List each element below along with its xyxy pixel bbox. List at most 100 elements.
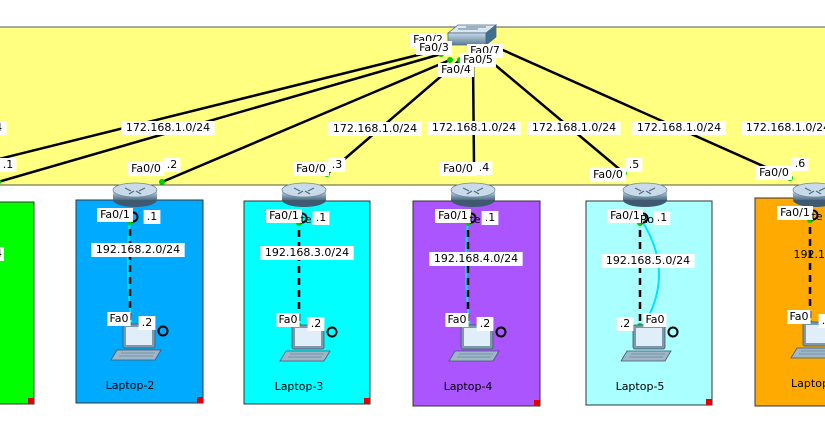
subnet-2-router-fa01-label-bg	[97, 208, 133, 222]
subnet-3-laptop-port-label-bg	[276, 313, 300, 327]
subnet-5-uplink[interactable]	[481, 53, 625, 174]
subnet-6-backbone-network-label-bg	[632, 121, 726, 135]
subnet-4-lan-network-label: 192.168.4.0/24	[434, 252, 518, 265]
subnet-2-backbone-network-label: 172.168.1.0/24	[126, 121, 210, 134]
subnet-2-lan-network-label-bg	[91, 243, 185, 257]
subnet-1-uplink[interactable]	[0, 52, 442, 183]
subnet-1-lan-network-label: .0/24	[0, 247, 2, 260]
subnet-4-router-fa01-label: Fa0/1	[438, 209, 468, 222]
subnet-5-laptop-octet-label: .2	[620, 317, 631, 330]
subnet-4-corner-marker	[534, 400, 540, 406]
subnet-4-router-lan-octet: .1	[485, 211, 496, 224]
subnet-5-router-fa00-label: Fa0/0	[593, 168, 623, 181]
subnet-2-laptop-octet-label: .2	[142, 316, 153, 329]
backbone-area	[0, 26, 825, 186]
subnet-6-router-uplink-octet-bg	[791, 157, 809, 171]
subnet-2-router-port-led	[159, 179, 165, 185]
subnet-1-lan-network-label-bg	[0, 247, 5, 261]
subnet-2-switch-port-led	[447, 57, 453, 63]
subnet-3-router-lan-octet: .1	[316, 211, 327, 224]
subnet-6-router-fa01-label: Fa0/1	[780, 206, 810, 219]
subnet-2-router-uplink-octet-bg	[163, 158, 181, 172]
subnet-5-corner-marker	[706, 399, 712, 405]
subnet-3-area[interactable]	[243, 200, 371, 405]
subnet-2-router-fa01-label: Fa0/1	[100, 208, 130, 221]
subnet-5-backbone-network-label-bg	[527, 121, 621, 135]
subnet-2-router-lan-octet: .1	[147, 210, 158, 223]
subnet-4-router-name-label: te	[469, 213, 480, 226]
subnet-6-backbone-network-label: 172.168.1.0/24	[637, 121, 721, 134]
subnet-6-area[interactable]	[754, 197, 825, 407]
subnet-6-router-fa01-label-bg	[777, 206, 813, 220]
subnet-6-laptop-name-label: Laptop	[791, 377, 825, 390]
subnet-4-router-icon[interactable]	[450, 182, 496, 208]
subnet-3-router-uplink-octet-bg	[328, 158, 346, 172]
subnet-5-router-icon[interactable]	[622, 182, 668, 208]
backbone-network-label-extra: 172.168.1.0/24	[746, 121, 825, 134]
subnet-6-laptop-octet-label-bg	[818, 314, 825, 328]
switch-icon[interactable]	[446, 24, 498, 46]
switch-port-label-2: Fa0/3	[419, 41, 449, 54]
subnet-4-laptop-port-label: Fa0	[447, 313, 466, 326]
subnet-2-lan-network-label: 192.168.2.0/24	[96, 243, 180, 256]
subnet-6-router-uplink-octet: .6	[795, 157, 806, 170]
subnet-5-lan-network-label-bg	[601, 254, 695, 268]
subnet-6-router-name-label: te	[811, 210, 822, 223]
subnet-5-lan-network-label: 192.168.5.0/24	[606, 254, 690, 267]
subnet-3-backbone-network-label-bg	[328, 122, 422, 136]
subnet-6-router-fa00-label-bg	[756, 166, 792, 180]
subnet-1-backbone-network-label: 172.168.1.0/24	[0, 121, 2, 134]
subnet-2-uplink[interactable]	[161, 58, 451, 184]
subnet-6-laptop-port-label-bg	[787, 310, 811, 324]
subnet-1-area[interactable]	[0, 201, 35, 405]
subnet-3-laptop-octet-label: .2	[311, 317, 322, 330]
subnet-5-port-ring-bottom	[667, 326, 679, 338]
subnet-1-router-port-led	[0, 179, 1, 185]
subnet-3-router-fa00-label-bg	[293, 162, 329, 176]
subnet-6-uplink[interactable]	[495, 45, 791, 180]
subnet-5-laptop-name-label: Laptop-5	[616, 380, 665, 393]
subnet-5-router-fa00-label-bg	[590, 168, 626, 182]
subnet-4-router-uplink-octet-bg	[475, 161, 493, 175]
subnet-3-lan-network-label-bg	[260, 246, 354, 260]
subnet-6-lan-network-label: 192.168.	[794, 248, 825, 261]
offscreen-uplink[interactable]	[0, 50, 431, 161]
subnet-4-uplink[interactable]	[471, 61, 476, 166]
switch-port-label-4: Fa0/5	[463, 53, 493, 66]
subnet-5-laptop-octet-label-bg	[616, 317, 634, 331]
subnet-2-router-icon[interactable]	[112, 182, 158, 208]
subnet-4-lan-network-label-bg	[429, 252, 523, 266]
subnet-3-router-icon[interactable]	[281, 182, 327, 208]
subnet-4-laptop-name-label: Laptop-4	[444, 380, 493, 393]
subnet-2-laptop-name-label: Laptop-2	[106, 379, 155, 392]
subnet-5-backbone-network-label: 172.168.1.0/24	[532, 121, 616, 134]
subnet-2-router-lan-octet-bg	[143, 210, 161, 224]
subnet-1-corner-marker	[28, 398, 34, 404]
subnet-6-router-icon[interactable]	[792, 182, 825, 208]
subnet-4-router-lan-octet-bg	[481, 211, 499, 225]
subnet-4-laptop-octet-label: .2	[480, 317, 491, 330]
subnet-4-laptop-octet-label-bg	[476, 317, 494, 331]
switch-port-label-2-bg	[416, 41, 452, 55]
subnet-3-router-name-label: te	[300, 213, 311, 226]
subnet-3-uplink[interactable]	[326, 59, 461, 175]
subnet-5-laptop-port-label: Fa0	[645, 313, 664, 326]
subnet-5-router-uplink-octet: .5	[629, 158, 640, 171]
subnet-3-router-fa01-label-bg	[266, 209, 302, 223]
subnet-4-router-uplink-octet: .4	[479, 161, 490, 174]
subnet-4-router-fa00-label-bg	[440, 162, 476, 176]
subnet-3-laptop-octet-label-bg	[307, 317, 325, 331]
subnet-4-area[interactable]	[412, 200, 541, 407]
subnet-2-area[interactable]	[75, 199, 204, 404]
subnet-3-port-ring-bottom	[326, 326, 338, 338]
subnet-5-router-lan-octet-bg	[653, 211, 671, 225]
switch-port-label-5-bg	[438, 63, 474, 77]
subnet-3-laptop-name-label: Laptop-3	[275, 380, 324, 393]
backbone-network-label-extra-bg	[741, 121, 825, 135]
subnet-6-router-fa00-label: Fa0/0	[759, 166, 789, 179]
subnet-4-laptop-port-label-bg	[445, 313, 469, 327]
switch-port-label-5: Fa0/4	[441, 63, 471, 76]
subnet-2-laptop-port-label: Fa0	[109, 312, 128, 325]
subnet-1-backbone-network-label-bg	[0, 121, 7, 135]
